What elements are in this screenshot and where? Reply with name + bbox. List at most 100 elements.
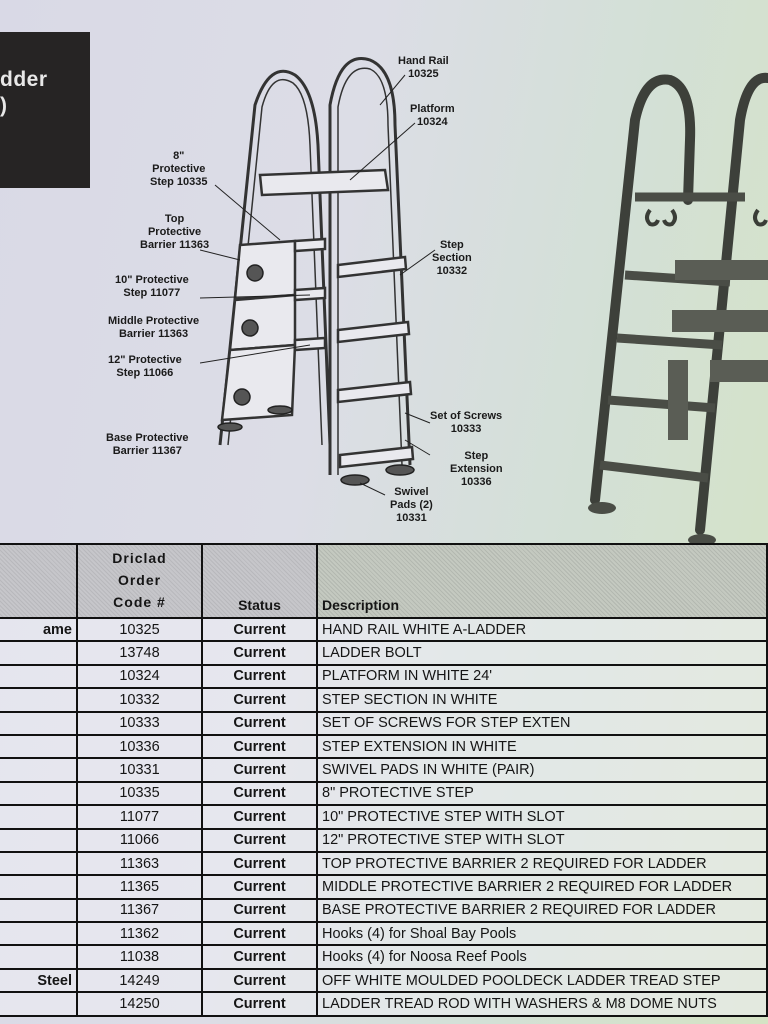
callout-base-barrier: Base Protective Barrier 11367 <box>106 432 189 458</box>
cell-status: Current <box>201 710 318 736</box>
callout-line: Step 11066 <box>116 367 174 379</box>
cell-name <box>0 780 78 807</box>
cell-description: SET OF SCREWS FOR STEP EXTEN <box>316 710 768 736</box>
callout-label: Platform <box>410 103 455 115</box>
callout-swivel-pads: Swivel Pads (2) 10331 <box>390 486 433 525</box>
cell-name <box>0 640 78 666</box>
callout-code: 10324 <box>417 116 448 128</box>
cell-code: 10331 <box>76 757 203 783</box>
callout-line: Section <box>432 252 472 264</box>
callout-line: Step 11077 <box>123 287 181 299</box>
callout-line: Step <box>439 239 464 251</box>
cell-status: Current <box>201 757 318 783</box>
callout-line: Swivel <box>394 486 429 498</box>
cell-status: Current <box>201 733 318 760</box>
callout-line: 12" Protective <box>108 354 182 366</box>
cell-description: LADDER TREAD ROD WITH WASHERS & M8 DOME … <box>316 991 768 1017</box>
title-line-2: ) <box>0 94 7 117</box>
callout-step-extension: Step Extension 10336 <box>450 450 503 489</box>
cell-description: 12" PROTECTIVE STEP WITH SLOT <box>316 827 768 853</box>
callout-8in-step: 8" Protective Step 10335 <box>150 150 207 189</box>
cell-name <box>0 710 78 736</box>
cell-status: Current <box>201 944 318 970</box>
cell-description: MIDDLE PROTECTIVE BARRIER 2 REQUIRED FOR… <box>316 874 768 900</box>
callout-label: Hand Rail <box>398 55 449 67</box>
title-line-1: dder <box>0 68 48 91</box>
cell-name <box>0 921 78 947</box>
cell-code: 10332 <box>76 687 203 713</box>
cell-code: 10335 <box>76 780 203 807</box>
callout-line: Set of Screws <box>430 410 503 422</box>
cell-status: Current <box>201 804 318 830</box>
parts-table: Driclad Order Code # Status Description … <box>0 543 768 1017</box>
callout-code: 10325 <box>408 68 439 80</box>
table-header-row: Driclad Order Code # Status Description <box>0 543 768 619</box>
header-code-line-1: Driclad <box>112 550 167 566</box>
cell-code: 11365 <box>76 874 203 900</box>
cell-description: BASE PROTECTIVE BARRIER 2 REQUIRED FOR L… <box>316 897 768 924</box>
callout-10in-step: 10" Protective Step 11077 <box>115 274 189 300</box>
cell-name <box>0 663 78 690</box>
cell-code: 11363 <box>76 850 203 877</box>
cell-description: Hooks (4) for Shoal Bay Pools <box>316 921 768 947</box>
callout-line: Pads (2) <box>390 499 433 511</box>
cell-status: Current <box>201 663 318 690</box>
callout-line: 10" Protective <box>115 274 189 286</box>
callout-line: 10331 <box>396 512 427 524</box>
callout-line: Middle Protective <box>108 315 200 327</box>
callout-platform: Platform 10324 <box>410 103 455 129</box>
cell-name <box>0 991 78 1017</box>
cell-name <box>0 687 78 713</box>
callout-line: Extension <box>450 463 503 475</box>
cell-code: 11077 <box>76 804 203 830</box>
cell-status: Current <box>201 640 318 666</box>
ladder-photo <box>588 72 768 546</box>
callout-line: 10336 <box>460 476 492 488</box>
cell-description: LADDER BOLT <box>316 640 768 666</box>
callout-set-of-screws: Set of Screws 10333 <box>430 410 502 436</box>
cell-name: ame <box>0 616 78 643</box>
callout-line: Top <box>164 213 185 225</box>
cell-code: 10325 <box>76 616 203 643</box>
cell-name <box>0 733 78 760</box>
cell-status: Current <box>201 687 318 713</box>
cell-status: Current <box>201 616 318 643</box>
callout-line: Base Protective <box>106 432 189 444</box>
header-name <box>0 543 78 619</box>
header-description: Description <box>316 543 768 619</box>
cell-code: 14250 <box>76 991 203 1017</box>
cell-status: Current <box>201 780 318 807</box>
callout-step-section: Step Section 10332 <box>432 239 472 278</box>
cell-description: 8" PROTECTIVE STEP <box>316 780 768 807</box>
cell-status: Current <box>201 921 318 947</box>
callout-line: Barrier 11363 <box>118 328 189 340</box>
cell-code: 10336 <box>76 733 203 760</box>
cell-code: 11367 <box>76 897 203 924</box>
header-status: Status <box>201 543 318 619</box>
cell-name <box>0 827 78 853</box>
cell-description: STEP SECTION IN WHITE <box>316 687 768 713</box>
cell-name <box>0 757 78 783</box>
cell-code: 13748 <box>76 640 203 666</box>
callout-line: Step <box>464 450 489 462</box>
cell-code: 10333 <box>76 710 203 736</box>
cell-code: 11066 <box>76 827 203 853</box>
cell-description: 10" PROTECTIVE STEP WITH SLOT <box>316 804 768 830</box>
cell-name <box>0 850 78 877</box>
cell-status: Current <box>201 991 318 1017</box>
callout-line: Step 10335 <box>150 176 208 188</box>
cell-description: HAND RAIL WHITE A-LADDER <box>316 616 768 643</box>
cell-status: Current <box>201 967 318 994</box>
cell-status: Current <box>201 897 318 924</box>
callout-line: Barrier 11367 <box>112 445 182 457</box>
